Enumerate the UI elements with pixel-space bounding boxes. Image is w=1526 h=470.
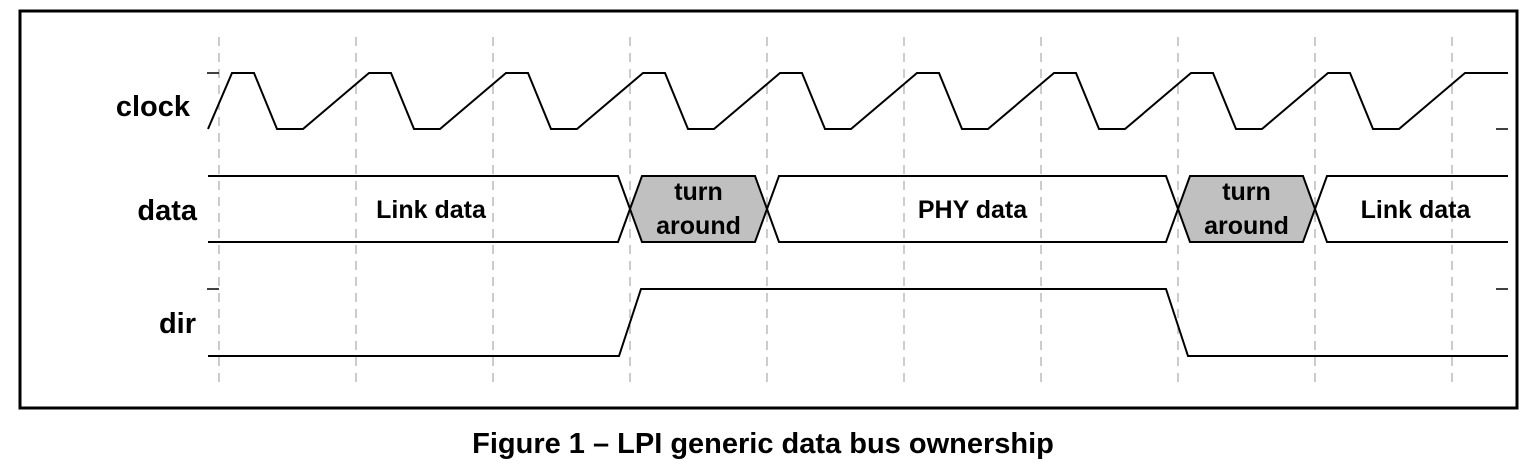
dir-waveform — [207, 288, 1508, 357]
signal-label-dir: dir — [159, 308, 196, 340]
data-segment-bottom — [766, 208, 1179, 243]
figure-caption: Figure 1 – LPI generic data bus ownershi… — [472, 428, 1054, 460]
clock-trace — [207, 72, 1508, 130]
signal-label-clock: clock — [116, 91, 191, 123]
turnaround-label-line2: around — [656, 212, 741, 240]
data-segment-bottom — [208, 208, 631, 243]
data-segment-top — [1314, 175, 1508, 210]
data-segment-label: Link data — [376, 196, 487, 224]
turnaround-label-line1: turn — [1222, 178, 1271, 206]
timing-diagram: clock data dir Link data turn around PHY da… — [18, 9, 1519, 410]
dir-trace — [208, 288, 1508, 357]
data-segment-label: Link data — [1361, 196, 1472, 224]
data-segment-bottom — [1314, 208, 1508, 243]
data-segment-label: PHY data — [918, 196, 1028, 224]
turnaround-label-line1: turn — [674, 178, 723, 206]
data-segment-top — [208, 175, 631, 210]
data-bus-waveform: Link data turn around PHY data turn around Lin… — [208, 175, 1508, 243]
turnaround-label-line2: around — [1204, 212, 1289, 240]
signal-label-data: data — [137, 195, 198, 227]
data-segment-top — [766, 175, 1179, 210]
clock-waveform — [207, 72, 1508, 130]
